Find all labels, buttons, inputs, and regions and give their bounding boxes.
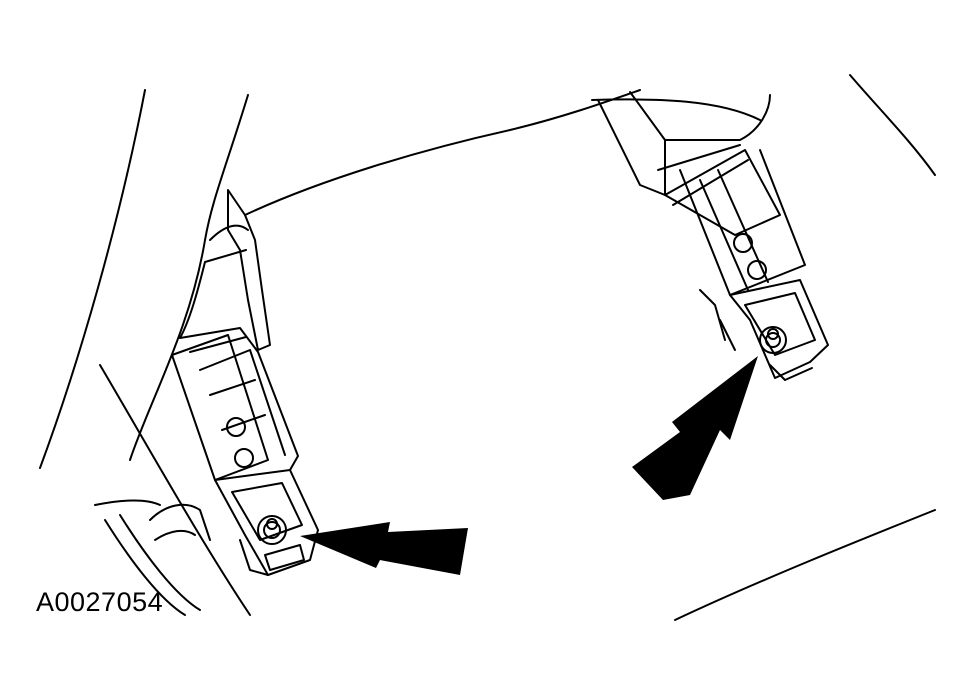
- right-nut: [759, 326, 787, 354]
- sill-line-2: [104, 519, 186, 616]
- sill-line-3: [119, 514, 201, 611]
- right-seat-bracket: [597, 91, 829, 381]
- inner-curve-left: [129, 94, 249, 461]
- vehicle-outline: [39, 74, 936, 621]
- floor-back-line: [591, 98, 761, 121]
- left-seat-bracket: [149, 189, 319, 576]
- right-outer-edge: [849, 74, 936, 176]
- callout-arrow-left: [300, 522, 468, 575]
- left-nut: [257, 515, 287, 545]
- left-lower-curve: [99, 364, 251, 616]
- figure-id-label: A0027054: [36, 587, 164, 617]
- lower-right-edge: [674, 509, 936, 621]
- sill-line: [94, 499, 161, 506]
- floor-front-edge: [244, 89, 641, 216]
- outer-curve-left: [39, 89, 146, 469]
- callout-arrow-right: [632, 356, 758, 500]
